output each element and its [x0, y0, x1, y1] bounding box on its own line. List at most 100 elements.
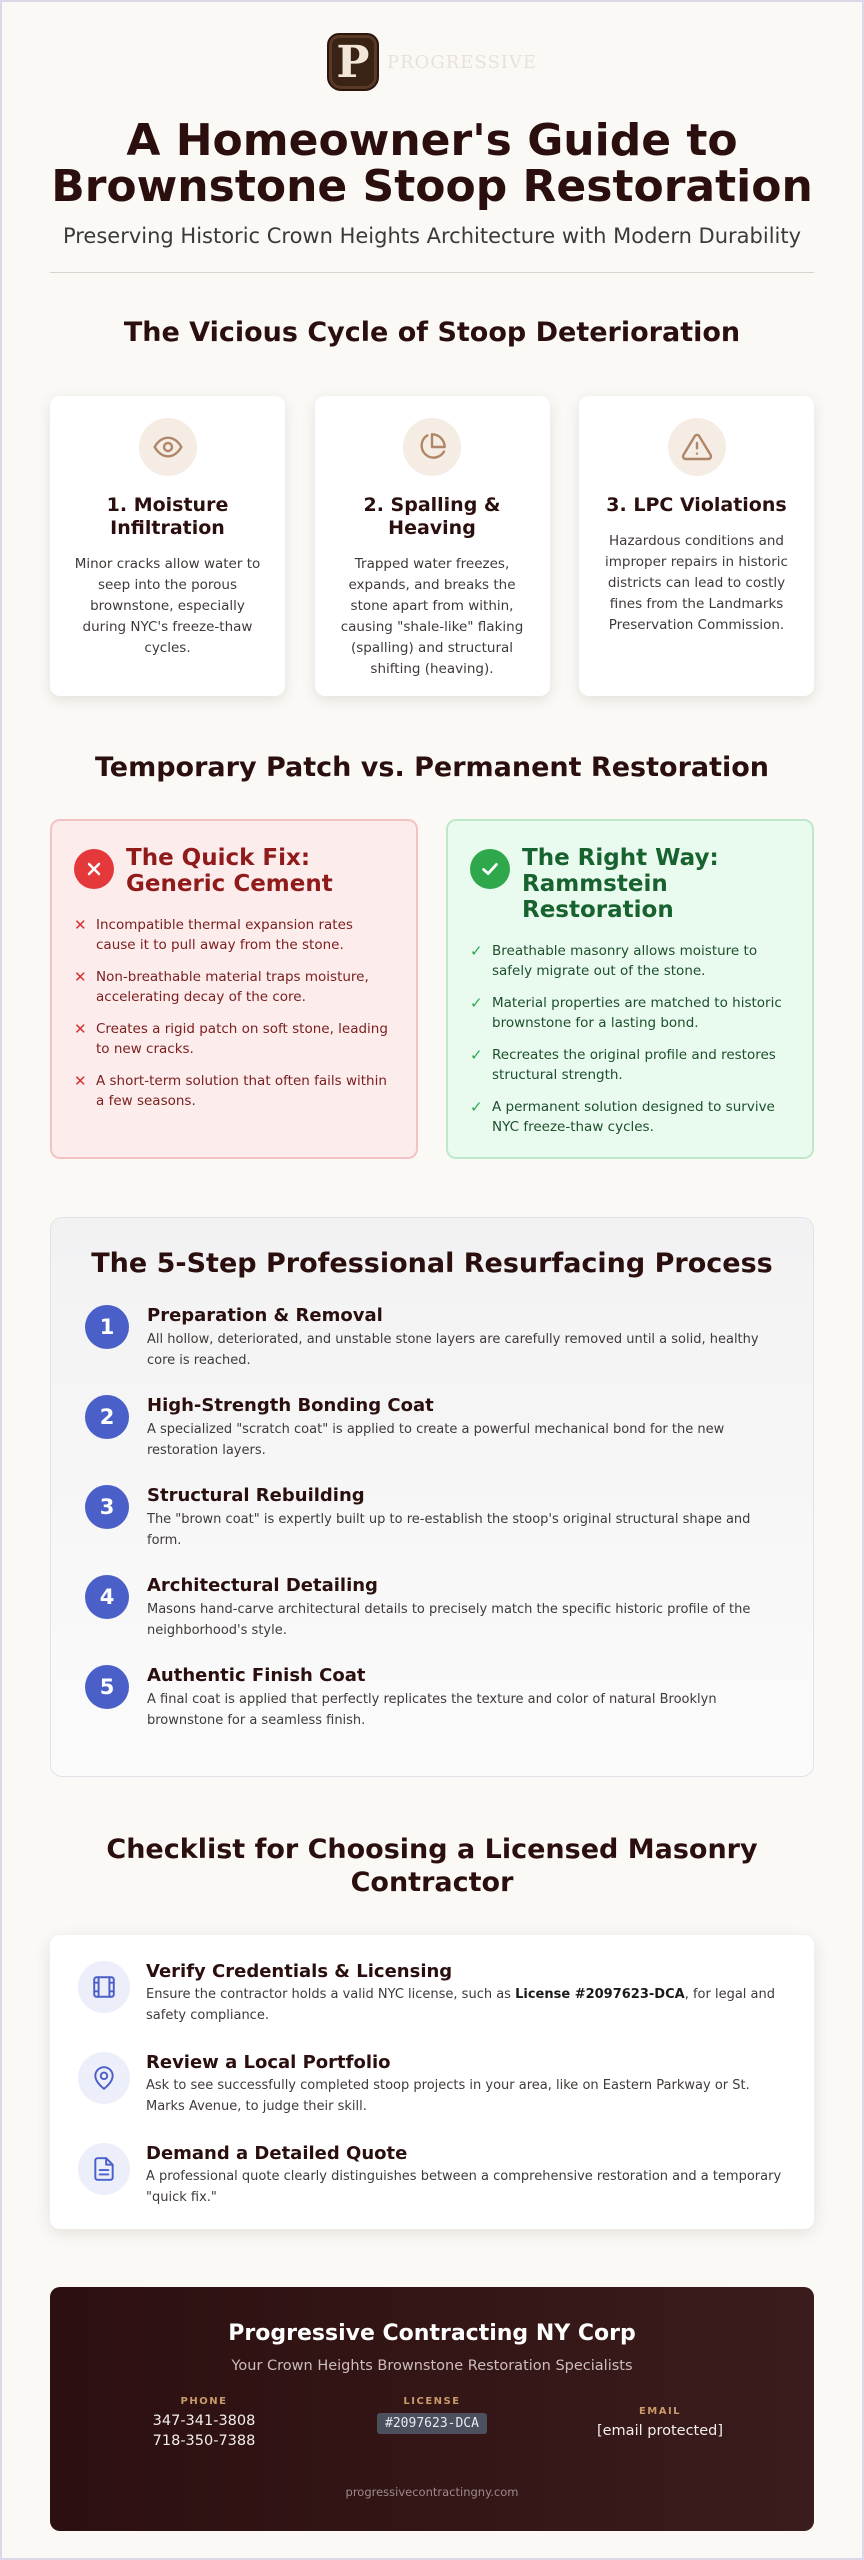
divider: [50, 272, 814, 273]
step-title: Preparation & Removal: [147, 1305, 383, 1326]
pie-chart-icon: [403, 418, 461, 476]
checklist-text: A professional quote clearly distinguish…: [146, 2169, 782, 2205]
phone-column: PHONE 347-341-3808 718-350-7388: [104, 2396, 304, 2451]
step-body: Authentic Finish Coat A final coat is ap…: [147, 1665, 779, 1731]
page-title-line2: Brownstone Stoop Restoration: [51, 161, 813, 212]
check-mark-icon: ✓: [470, 1098, 483, 1116]
phone-number[interactable]: 347-341-3808: [152, 2413, 256, 2429]
quick-fix-header: The Quick Fix: Generic Cement: [74, 845, 394, 897]
page: P PROGRESSIVE A Homeowner's Guide to Bro…: [50, 2, 814, 2531]
cycle-card: 2. Spalling & Heaving Trapped water free…: [314, 396, 550, 696]
contact-footer: Progressive Contracting NY Corp Your Cro…: [50, 2287, 814, 2531]
list-item-text: Recreates the original profile and resto…: [492, 1047, 776, 1083]
website-link[interactable]: progressivecontractingny.com: [345, 2485, 519, 2499]
checklist-body: Verify Credentials & Licensing Ensure th…: [146, 1961, 786, 2026]
id-card-icon: [78, 1961, 130, 2013]
list-item: ✕A short-term solution that often fails …: [74, 1071, 394, 1111]
logo-text: PROGRESSIVE: [386, 51, 538, 73]
list-item-text: Creates a rigid patch on soft stone, lea…: [96, 1021, 388, 1057]
company-logo: P PROGRESSIVE: [326, 33, 538, 91]
list-item-text: A permanent solution designed to survive…: [492, 1099, 775, 1135]
quick-fix-title: The Quick Fix: Generic Cement: [126, 845, 333, 897]
step-title: Structural Rebuilding: [147, 1485, 365, 1506]
location-pin-icon: [78, 2052, 130, 2104]
cycle-section-title: The Vicious Cycle of Stoop Deterioration: [123, 317, 741, 348]
license-badge: #2097623-DCA: [377, 2413, 487, 2434]
company-tagline: Your Crown Heights Brownstone Restoratio…: [231, 2358, 633, 2374]
step-title: High-Strength Bonding Coat: [147, 1395, 434, 1416]
checklist-card: Verify Credentials & Licensing Ensure th…: [50, 1935, 814, 2229]
list-item-text: Material properties are matched to histo…: [492, 995, 782, 1031]
check-icon: [470, 849, 510, 889]
cycle-card-text: Hazardous conditions and improper repair…: [605, 533, 788, 633]
checklist-text-part: Ensure the contractor holds a valid NYC …: [146, 1987, 516, 2002]
step-text: The "brown coat" is expertly built up to…: [147, 1512, 751, 1548]
step-title: Authentic Finish Coat: [147, 1665, 366, 1686]
cycle-cards: 1. Moisture Infiltration Minor cracks al…: [50, 396, 814, 696]
compare-panels: The Quick Fix: Generic Cement ✕ Incompati…: [50, 819, 814, 1159]
process-step: 4 Architectural Detailing Masons hand-ca…: [85, 1575, 779, 1641]
process-step: 2 High-Strength Bonding Coat A specializ…: [85, 1395, 779, 1461]
step-body: Architectural Detailing Masons hand-carv…: [147, 1575, 779, 1641]
process-step: 5 Authentic Finish Coat A final coat is …: [85, 1665, 779, 1731]
cycle-card-text: Trapped water freezes, expands, and brea…: [340, 556, 524, 677]
check-mark-icon: ✓: [470, 1046, 483, 1064]
document-icon: [78, 2143, 130, 2195]
license-label: LICENSE: [403, 2396, 461, 2407]
quick-fix-list: ✕ Incompatible thermal expansion rates ca…: [74, 915, 394, 1111]
compare-section-title: Temporary Patch vs. Permanent Restoratio…: [94, 752, 770, 783]
checklist-item: Verify Credentials & Licensing Ensure th…: [78, 1961, 786, 2026]
logo-row: P PROGRESSIVE: [50, 2, 814, 102]
step-number: 1: [85, 1305, 129, 1349]
email-link[interactable]: [email protected]: [596, 2423, 724, 2439]
list-item: ✓ A permanent solution designed to surviv…: [470, 1097, 790, 1137]
list-item-text: A short-term solution that often fails w…: [96, 1073, 387, 1109]
step-text: A final coat is applied that perfectly r…: [147, 1692, 717, 1728]
checklist-body: Demand a Detailed Quote A professional q…: [146, 2143, 786, 2208]
list-item-text: Incompatible thermal expansion rates cau…: [96, 917, 353, 953]
page-subtitle: Preserving Historic Crown Heights Archit…: [62, 224, 802, 248]
company-name: Progressive Contracting NY Corp: [228, 2321, 636, 2346]
process-step: 1 Preparation & Removal All hollow, dete…: [85, 1305, 779, 1371]
step-body: High-Strength Bonding Coat A specialized…: [147, 1395, 779, 1461]
list-item: ✓ Material properties are matched to hist…: [470, 993, 790, 1033]
cycle-card: 1. Moisture Infiltration Minor cracks al…: [50, 396, 285, 696]
step-body: Structural Rebuilding The "brown coat" i…: [147, 1485, 779, 1551]
step-number: 5: [85, 1665, 129, 1709]
right-way-panel: The Right Way: Rammstein Restoration ✓Br…: [446, 819, 814, 1159]
cycle-card: 3. LPC Violations Hazardous conditions a…: [579, 396, 814, 696]
process-step: 3 Structural Rebuilding The "brown coat"…: [85, 1485, 779, 1551]
checklist-body: Review a Local Portfolio Ask to see succ…: [146, 2052, 786, 2117]
check-mark-icon: ✓: [470, 994, 483, 1012]
process-section-title: The 5-Step Professional Resurfacing Proc…: [91, 1248, 773, 1279]
phone-number[interactable]: 718-350-7388: [152, 2433, 256, 2449]
license-column: LICENSE #2097623-DCA: [332, 2396, 532, 2451]
list-item-text: Non-breathable material traps moisture, …: [96, 969, 369, 1005]
step-text: A specialized "scratch coat" is applied …: [147, 1422, 725, 1458]
step-title: Architectural Detailing: [147, 1575, 378, 1596]
list-item: ✕ Non-breathable material traps moisture,…: [74, 967, 394, 1007]
list-item: ✓ Recreates the original profile and rest…: [470, 1045, 790, 1085]
step-number: 3: [85, 1485, 129, 1529]
x-mark-icon: ✕: [74, 968, 87, 986]
right-way-header: The Right Way: Rammstein Restoration: [470, 845, 790, 923]
list-item: ✕ Creates a rigid patch on soft stone, le…: [74, 1019, 394, 1059]
list-item-text: Breathable masonry allows moisture to sa…: [492, 943, 758, 979]
eye-icon: [138, 418, 197, 476]
checklist-title: Demand a Detailed Quote: [146, 2143, 408, 2164]
checklist-text: Ensure the contractor holds a valid NYC …: [146, 1984, 786, 2026]
right-way-title: The Right Way: Rammstein Restoration: [522, 845, 719, 923]
page-title-line1: A Homeowner's Guide to: [126, 115, 738, 166]
x-mark-icon: ✕: [74, 1020, 87, 1038]
quick-fix-panel: The Quick Fix: Generic Cement ✕ Incompati…: [50, 819, 418, 1159]
cycle-card-title: 2. Spalling & Heaving: [363, 494, 501, 539]
step-number: 2: [85, 1395, 129, 1439]
cycle-card-text: Minor cracks allow water to seep into th…: [74, 556, 261, 656]
step-text: Masons hand-carve architectural details …: [147, 1602, 751, 1638]
email-column: EMAIL [email protected]: [560, 2396, 760, 2451]
list-item: ✓Breathable masonry allows moisture to s…: [470, 941, 790, 981]
checklist-text: Ask to see successfully completed stoop …: [146, 2078, 750, 2114]
checklist-item: Review a Local Portfolio Ask to see succ…: [78, 2052, 786, 2117]
list-item: ✕Incompatible thermal expansion rates ca…: [74, 915, 394, 955]
checklist-text-part: , for legal and safety compliance.: [146, 1987, 776, 2023]
